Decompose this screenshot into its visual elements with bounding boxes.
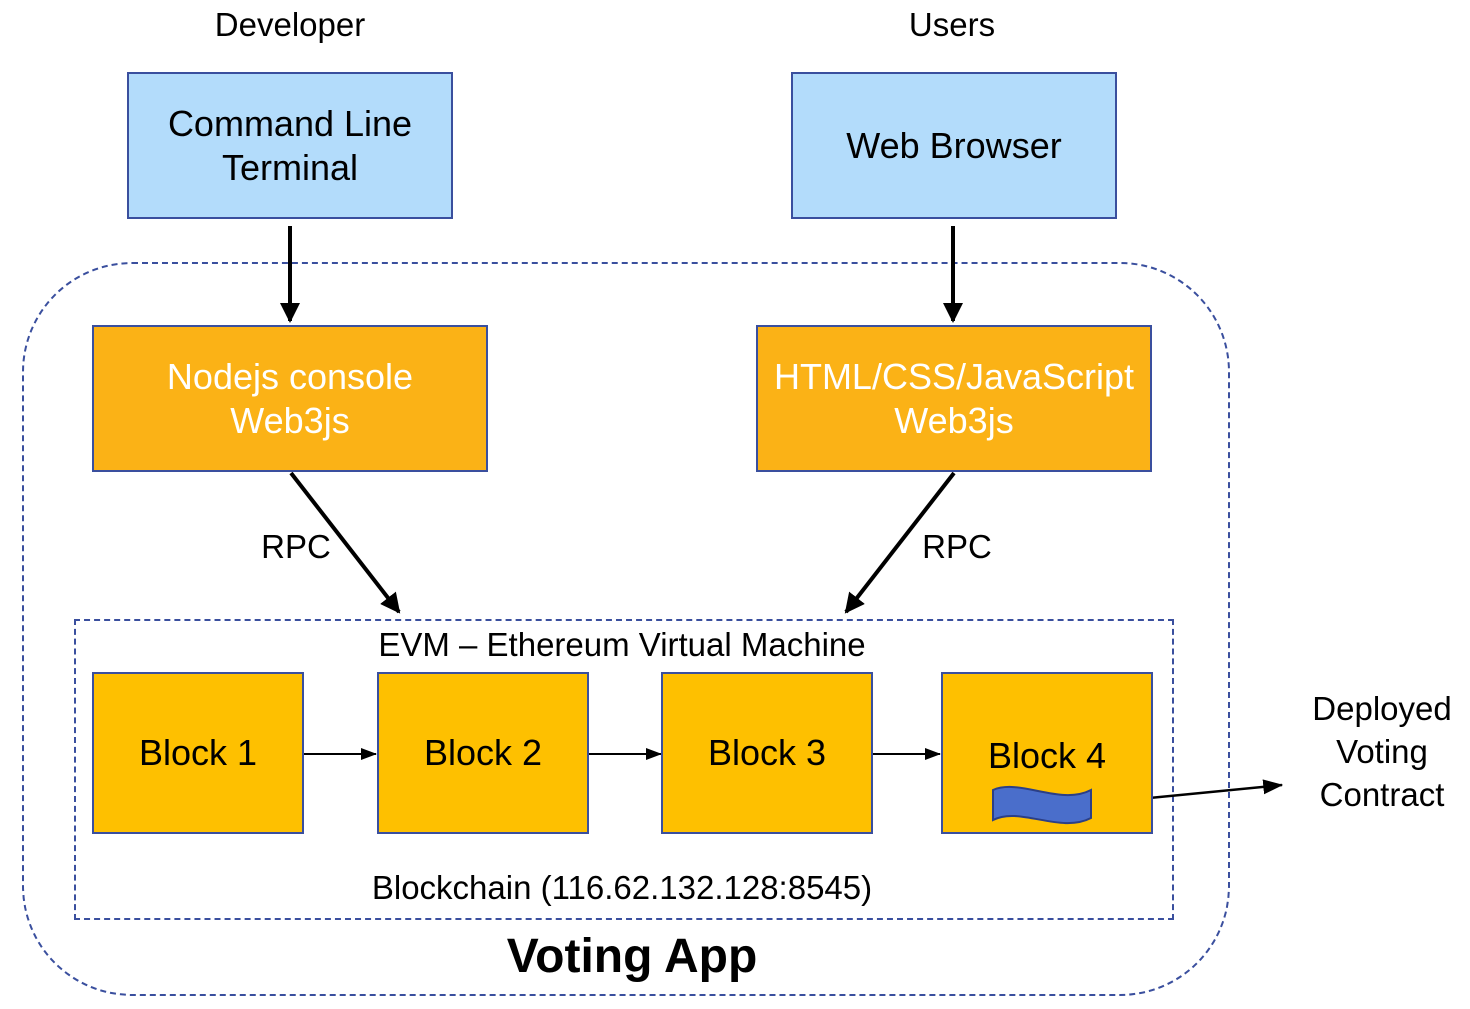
web-app-line-1: HTML/CSS/JavaScript [773,356,1135,398]
web-browser-label: Web Browser [846,124,1062,166]
rpc-label-right: RPC [922,528,992,565]
terminal-line-1: Command Line [167,103,413,145]
terminal-line-2: Terminal [221,146,359,188]
block-1-label: Block 1 [138,732,258,774]
evm-title: EVM – Ethereum Virtual Machine [378,626,866,663]
block-2: Block 2 [377,672,589,834]
rpc-label-left: RPC [261,528,331,565]
contract-line-3: Contract [1319,775,1445,813]
developer-label: Developer [214,6,366,43]
voting-app-region [22,262,1230,996]
web-browser-box: Web Browser [791,72,1117,219]
html-css-js-box: HTML/CSS/JavaScript Web3js [756,325,1152,472]
nodejs-line-2: Web3js [230,399,350,441]
block-2-label: Block 2 [423,732,543,774]
block-3: Block 3 [661,672,873,834]
users-label: Users [908,6,996,43]
nodejs-line-1: Nodejs console [166,356,414,398]
block-3-label: Block 3 [707,732,827,774]
web-app-line-2: Web3js [894,399,1014,441]
nodejs-console-box: Nodejs console Web3js [92,325,488,472]
block-1: Block 1 [92,672,304,834]
deployed-contract-label: Deployed Voting Contract [1292,688,1470,817]
block-4-label: Block 4 [987,735,1107,776]
arrow-web-to-evm [844,471,956,614]
evm-region [74,619,1174,920]
voting-app-title: Voting App [506,930,758,983]
blockchain-address-label: Blockchain (116.62.132.128:8545) [371,869,873,906]
contract-line-1: Deployed [1312,690,1452,727]
arrow-node-to-evm [289,471,401,614]
command-line-terminal-box: Command Line Terminal [127,72,453,219]
contract-scroll-icon [992,785,1092,825]
contract-line-2: Voting [1336,732,1428,770]
